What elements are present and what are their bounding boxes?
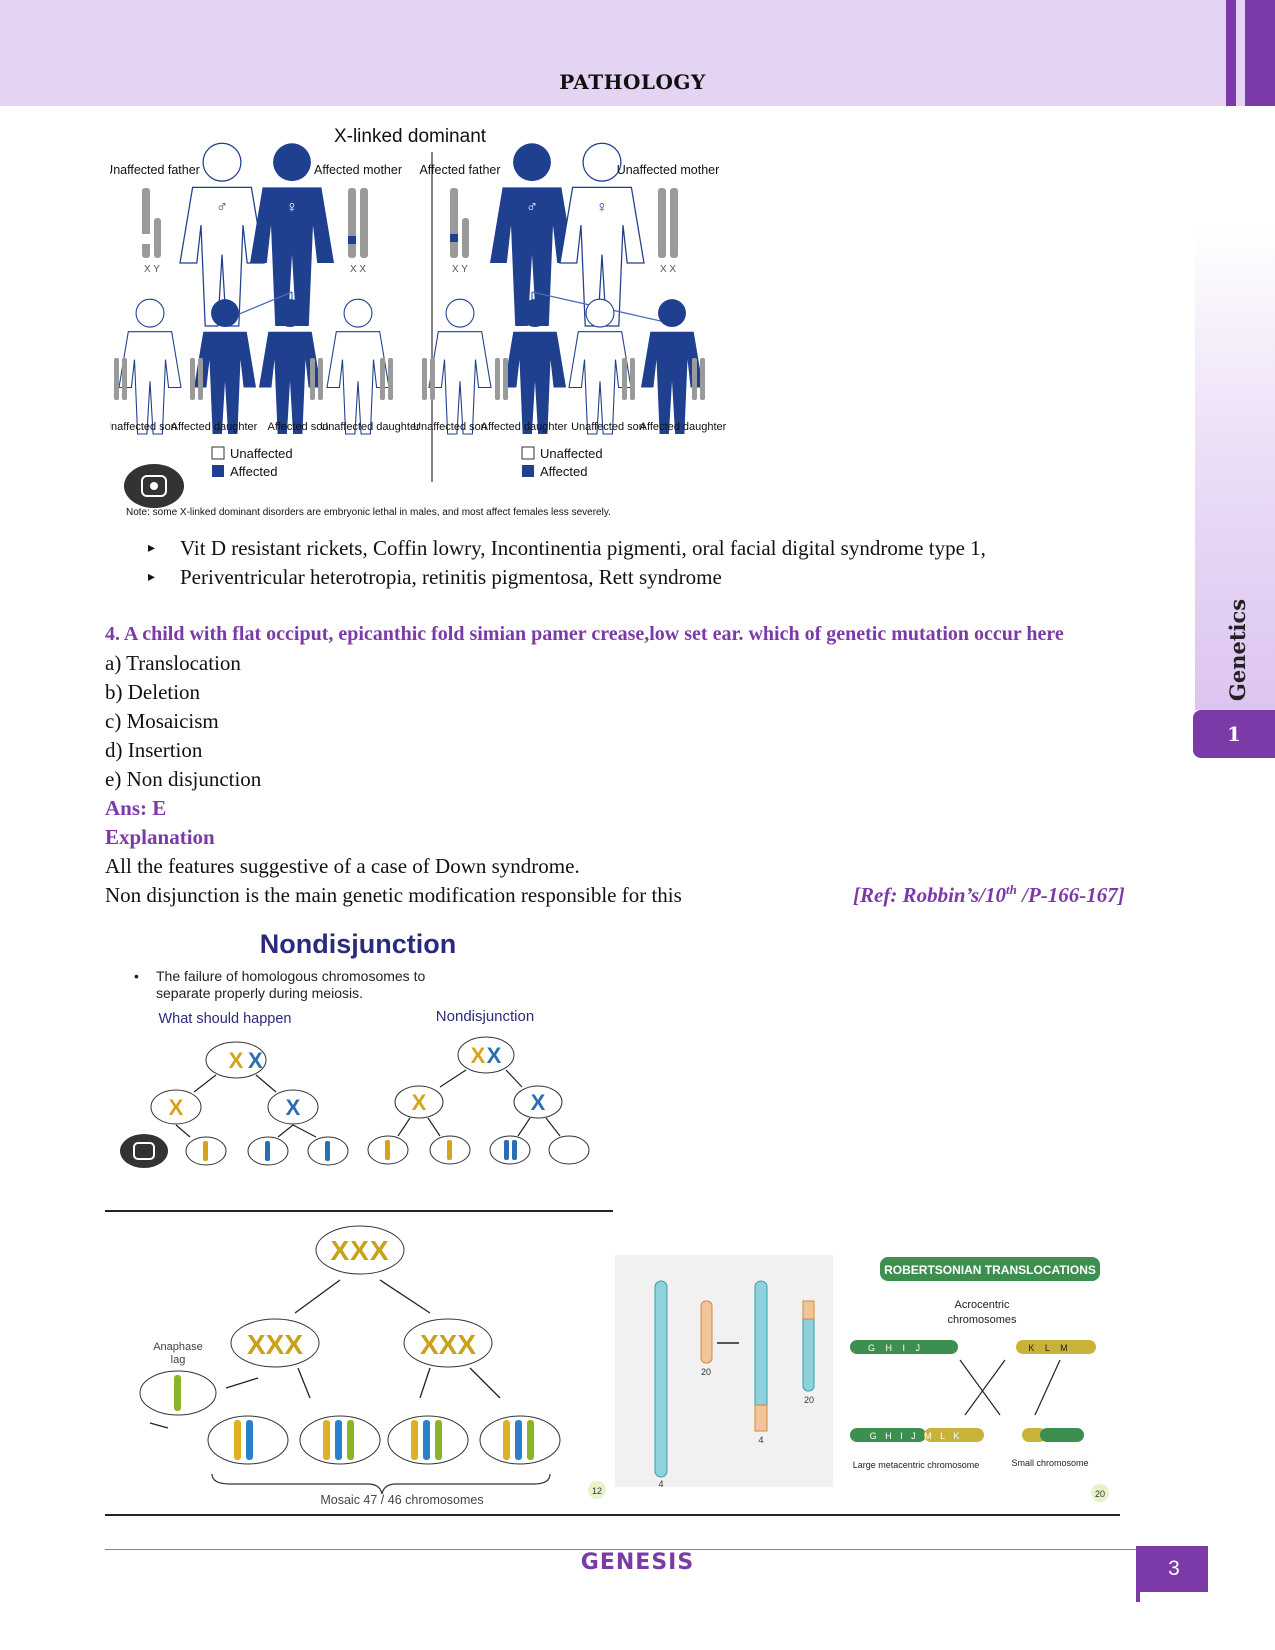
- large-chromosome-label: Large metacentric chromosome: [853, 1460, 980, 1470]
- male-symbol-icon: ♂: [216, 199, 228, 216]
- child-label: Affected daughter: [640, 421, 727, 433]
- legend-unaffected: Unaffected: [540, 446, 603, 461]
- question-block: 4. A child with flat occiput, epicanthic…: [105, 620, 1175, 910]
- left-mother-chr: X X: [350, 264, 366, 275]
- legend-affected: Affected: [540, 464, 587, 479]
- child-label: Unaffected son: [413, 421, 487, 433]
- nondisjunction-title: Nondisjunction: [260, 929, 456, 959]
- nondisjunction-label: Nondisjunction: [436, 1008, 534, 1025]
- nondisjunction-figure: Nondisjunction • The failure of homologo…: [110, 915, 615, 1205]
- child-label: Unaffected son: [571, 421, 645, 433]
- lens-icon: [120, 1134, 168, 1168]
- chromosome-label: 4: [658, 1479, 663, 1487]
- sidebar-gradient: [1195, 225, 1275, 710]
- figure-divider: [105, 1210, 613, 1212]
- reference: [Ref: Robbin’s/10th /P-166-167]: [853, 882, 1125, 907]
- option-e: e) Non disjunction: [105, 767, 262, 791]
- svg-text:XXX: XXX: [420, 1329, 476, 1360]
- child-label: Affected daughter: [171, 421, 258, 433]
- left-father-label: Unaffected father: [110, 163, 200, 177]
- figure-divider: [105, 1514, 1120, 1516]
- left-father-chr: X Y: [144, 264, 160, 275]
- bullet-dot: •: [134, 968, 139, 984]
- nondisjunction-bullet: The failure of homologous chromosomes to…: [156, 968, 429, 1001]
- list-item: Periventricular heterotropia, retinitis …: [148, 563, 1188, 592]
- right-chromosome-letters: K L M: [1028, 1343, 1071, 1353]
- child-label: Affected daughter: [481, 421, 568, 433]
- svg-text:X: X: [531, 1090, 546, 1115]
- svg-text:X: X: [471, 1043, 486, 1068]
- option-d: d) Insertion: [105, 738, 203, 762]
- small-chromosome-label: Small chromosome: [1011, 1458, 1088, 1468]
- chapter-number: 1: [1227, 722, 1241, 746]
- header-accent-bar: [1245, 0, 1275, 106]
- sidebar-section-label: Genetics: [1225, 598, 1250, 702]
- header-accent-bar: [1226, 0, 1236, 106]
- male-symbol-icon: ♂: [526, 199, 538, 216]
- left-chromosome-letters: G H I J: [868, 1343, 924, 1353]
- svg-text:XXX: XXX: [247, 1329, 303, 1360]
- legend-affected: Affected: [230, 464, 277, 479]
- svg-text:X: X: [169, 1095, 184, 1120]
- svg-text:X: X: [229, 1048, 244, 1073]
- fused-chromosome-letters: G H I J M L K: [870, 1431, 963, 1441]
- header-band: [0, 0, 1275, 106]
- option-c: c) Mosaicism: [105, 709, 219, 733]
- figure-title: X-linked dominant: [334, 126, 487, 147]
- what-should-happen-label: What should happen: [158, 1011, 291, 1027]
- legend-unaffected: Unaffected: [230, 446, 293, 461]
- child-label: Affected son: [268, 421, 329, 433]
- option-b: b) Deletion: [105, 680, 201, 704]
- chromosome-label: 20: [701, 1367, 711, 1377]
- child-label: Unaffected daughter: [320, 421, 420, 433]
- slide-number: 20: [1095, 1489, 1105, 1499]
- svg-text:X: X: [248, 1048, 263, 1073]
- footer-line: [105, 1549, 1205, 1550]
- page-box-accent: [1136, 1546, 1140, 1602]
- chromosome-label: 4: [758, 1435, 763, 1445]
- x-linked-dominant-figure: X-linked dominant Unaffected father X Y …: [110, 122, 750, 522]
- footer-brand: GENESIS: [580, 1550, 695, 1575]
- right-father-label: Affected father: [419, 163, 500, 177]
- slide-number: 12: [592, 1486, 602, 1496]
- child-label: Unaffected son: [110, 421, 177, 433]
- chromosome-label: 20: [804, 1395, 814, 1405]
- left-mother-label: Affected mother: [314, 163, 402, 177]
- right-mother-chr: X X: [660, 264, 676, 275]
- list-item: Vit D resistant rickets, Coffin lowry, I…: [148, 534, 1188, 563]
- disorder-list: Vit D resistant rickets, Coffin lowry, I…: [148, 534, 1188, 592]
- explanation-heading: Explanation: [105, 825, 215, 849]
- robertsonian-title: ROBERTSONIAN TRANSLOCATIONS: [884, 1263, 1096, 1277]
- figure-note: Note: some X-linked dominant disorders a…: [126, 507, 611, 518]
- chapter-tab: 1: [1193, 710, 1275, 758]
- page-number: 3: [1140, 1546, 1208, 1592]
- option-a: a) Translocation: [105, 651, 241, 675]
- page-header-title: PATHOLOGY: [559, 70, 706, 94]
- explanation-line: Non disjunction is the main genetic modi…: [105, 883, 682, 907]
- svg-text:X: X: [487, 1043, 502, 1068]
- svg-text:X: X: [412, 1090, 427, 1115]
- question-text: 4. A child with flat occiput, epicanthic…: [105, 623, 1064, 645]
- right-mother-label: Unaffected mother: [617, 163, 720, 177]
- right-father-chr: X Y: [452, 264, 468, 275]
- svg-text:XXX: XXX: [330, 1235, 389, 1266]
- female-symbol-icon: ♀: [596, 199, 608, 216]
- answer: Ans: E: [105, 796, 167, 820]
- translocation-figure: 4 20 4 20: [615, 1255, 833, 1487]
- svg-text:X: X: [286, 1095, 301, 1120]
- female-symbol-icon: ♀: [286, 199, 298, 216]
- lens-icon: [124, 464, 184, 508]
- explanation-line: All the features suggestive of a case of…: [105, 854, 580, 878]
- mosaic-caption: Mosaic 47 / 46 chromosomes: [320, 1493, 483, 1507]
